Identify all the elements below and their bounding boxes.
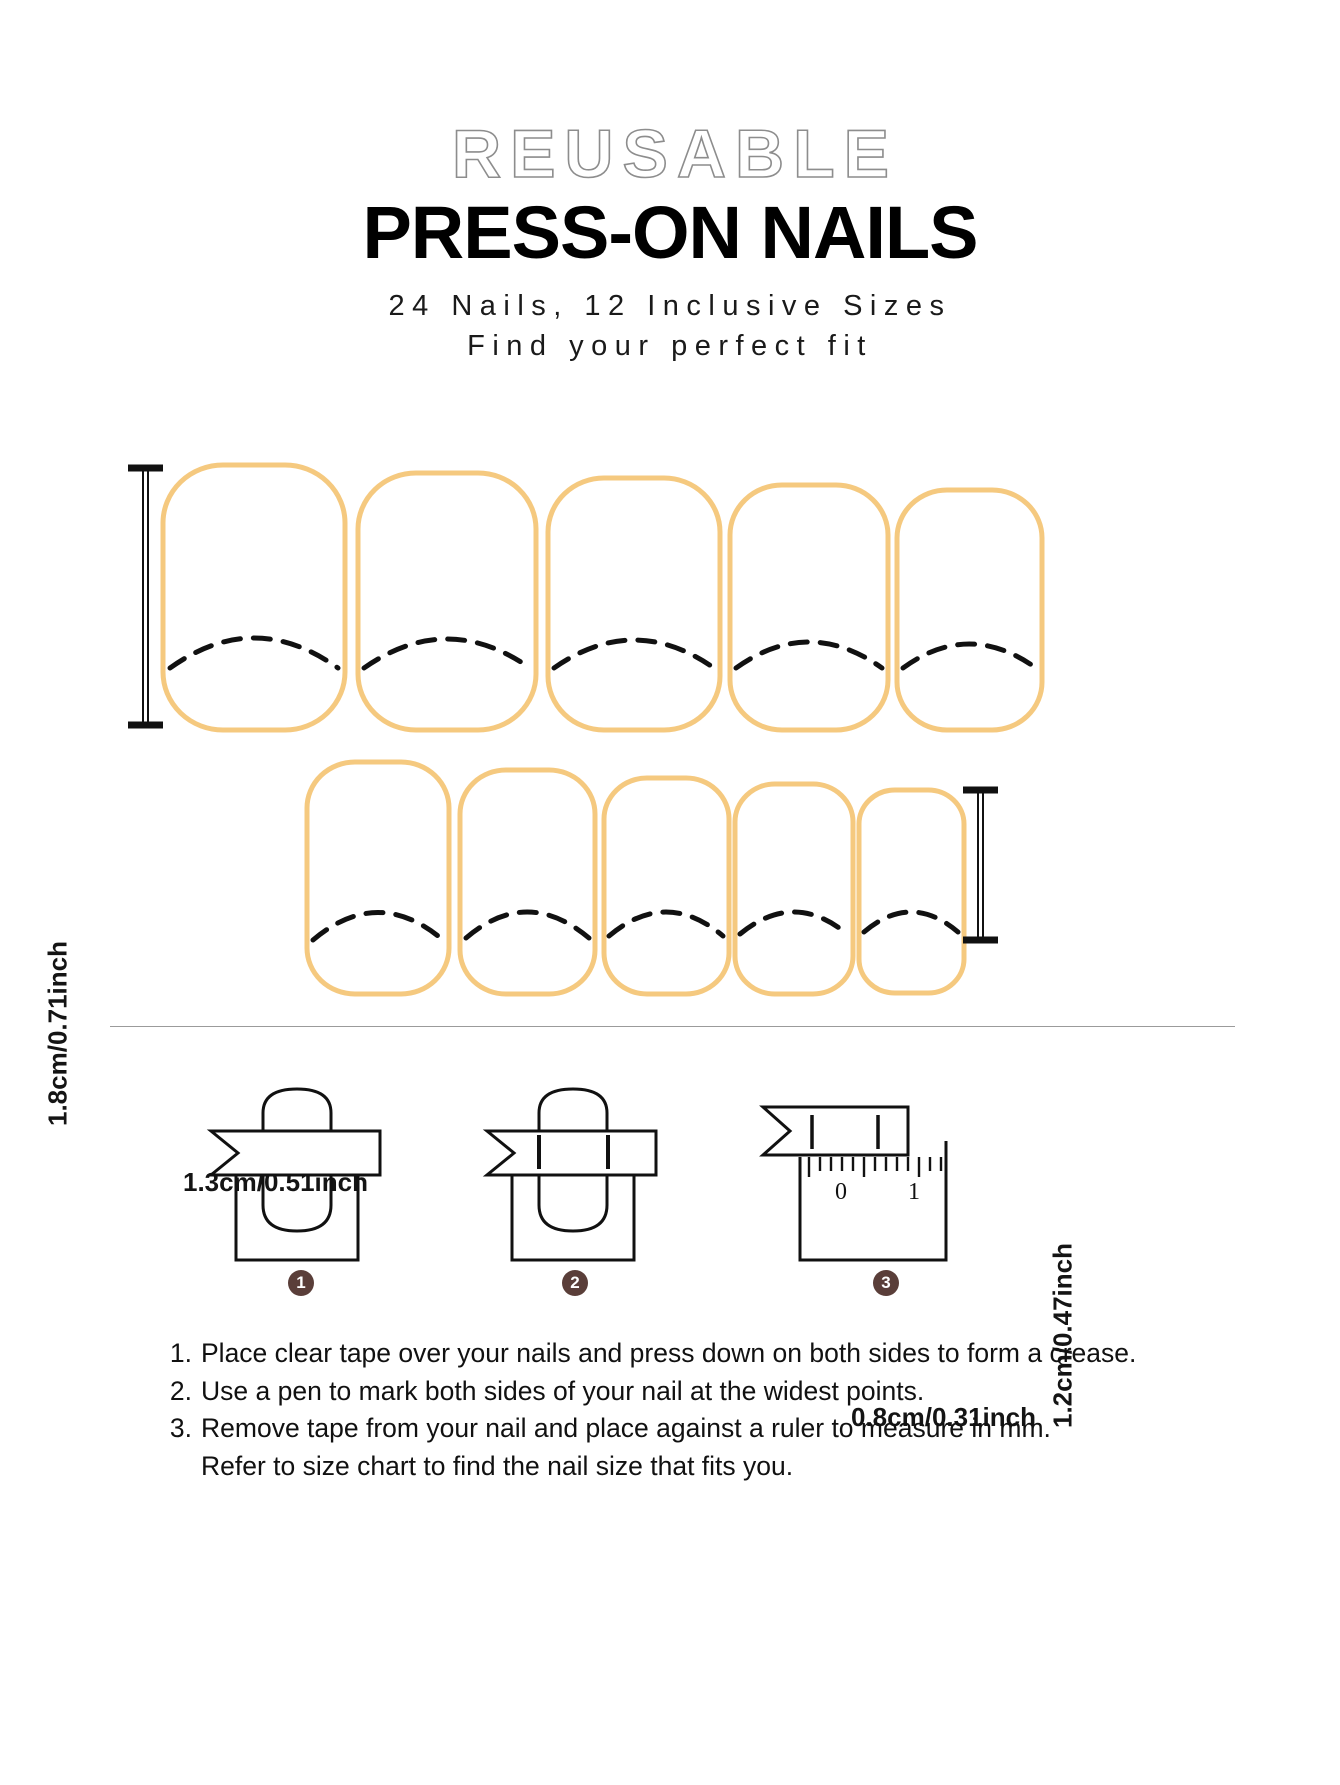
nail-shape	[355, 470, 539, 733]
step-1-illustration	[206, 1087, 382, 1262]
tape-strip-icon	[482, 1129, 658, 1177]
ruler-tick-label-1: 1	[908, 1179, 920, 1205]
page-header: REUSABLE PRESS-ON NAILS 24 Nails, 12 Inc…	[0, 116, 1340, 363]
section-divider	[110, 1026, 1235, 1027]
step-2-illustration	[482, 1087, 658, 1262]
tape-strip-icon	[759, 1105, 910, 1157]
cuticle-line	[361, 636, 533, 671]
dimension-bar-top-height	[128, 464, 163, 729]
cuticle-line	[737, 909, 850, 937]
instruction-text: Use a pen to mark both sides of your nai…	[201, 1375, 925, 1406]
nail-outline-icon	[537, 1087, 609, 1233]
instruction-number: 2.	[169, 1375, 192, 1406]
nail-shape	[545, 475, 723, 733]
cuticle-line	[861, 909, 961, 935]
instruction-item: 1. Place clear tape over your nails and …	[160, 1335, 1220, 1373]
dimension-label-bottom-width: 0.8cm/0.31inch	[851, 1402, 1036, 1432]
nail-shape	[304, 759, 452, 997]
cuticle-line	[551, 637, 717, 671]
ruler-body-icon	[798, 1141, 948, 1262]
nail-row-top	[160, 462, 1045, 733]
nail-shapes-svg	[128, 462, 1045, 997]
tape-strip-icon	[206, 1129, 382, 1177]
cuticle-line	[606, 909, 726, 939]
nail-shape	[856, 787, 967, 996]
nail-shape	[894, 487, 1045, 733]
measurement-steps-illustrations: 0 1	[0, 1085, 1340, 1325]
nail-size-diagram: 1.8cm/0.71inch 1.3cm/0.51inch 1.2cm/0.47…	[0, 430, 1340, 1432]
nail-outline-icon	[261, 1087, 333, 1233]
nail-shape	[457, 767, 598, 997]
instruction-text: Place clear tape over your nails and pre…	[201, 1338, 1137, 1368]
steps-svg	[206, 1087, 948, 1262]
subtitle-primary: 24 Nails, 12 Inclusive Sizes	[388, 289, 952, 322]
cuticle-line	[310, 910, 446, 943]
instruction-item: 2. Use a pen to mark both sides of your …	[160, 1373, 1220, 1411]
nail-cuticle-lines-bottom	[310, 909, 961, 943]
cuticle-line	[167, 635, 341, 671]
nail-row-bottom	[304, 759, 967, 997]
instruction-number: 3.	[169, 1413, 192, 1444]
nail-shape	[160, 462, 348, 733]
page-title-outline: REUSABLE	[451, 116, 899, 192]
finger-box-icon	[510, 1161, 636, 1262]
cuticle-line	[733, 639, 885, 671]
nail-shape	[732, 781, 856, 997]
ruler-ticks-icon	[807, 1157, 943, 1177]
dimension-bar-bottom-height	[963, 786, 998, 944]
instruction-text: Remove tape from your nail and place aga…	[201, 1413, 1051, 1444]
nail-cuticle-lines-top	[167, 635, 1039, 671]
step-badge-1: 1	[288, 1270, 314, 1296]
nail-shape	[601, 775, 732, 997]
nail-shape	[727, 482, 891, 733]
finger-box-icon	[234, 1161, 360, 1262]
cuticle-line	[900, 641, 1039, 671]
step-badge-3: 3	[873, 1270, 899, 1296]
step-badge-2: 2	[562, 1270, 588, 1296]
instruction-continuation: Refer to size chart to find the nail siz…	[201, 1450, 794, 1481]
cuticle-line	[463, 909, 592, 941]
page-title: PRESS-ON NAILS	[362, 191, 978, 274]
step-badges: 1 2 3	[0, 1270, 1340, 1310]
ruler-tick-label-0: 0	[835, 1179, 847, 1205]
subtitle-secondary: Find your perfect fit	[467, 329, 873, 362]
instructions-list: 1. Place clear tape over your nails and …	[160, 1335, 1220, 1486]
instruction-item: 3. Remove tape from your nail and place …	[160, 1410, 1220, 1448]
instruction-number: 1.	[169, 1338, 192, 1368]
step-3-illustration	[759, 1105, 948, 1262]
